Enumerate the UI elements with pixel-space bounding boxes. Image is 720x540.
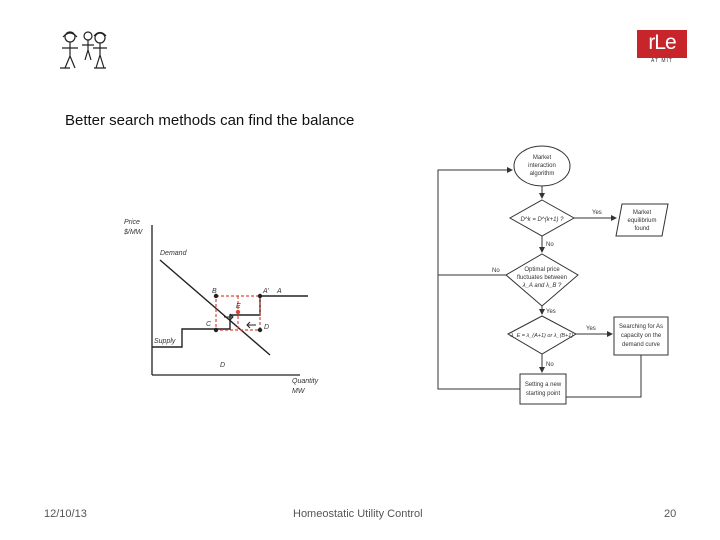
footer-title: Homeostatic Utility Control [293, 508, 423, 520]
point-d-marker [257, 327, 263, 333]
search-line-3: demand curve [622, 342, 661, 348]
search-line-2: capacity on the [621, 333, 662, 339]
no-label-2: No [492, 268, 500, 274]
point-e-label: E [236, 303, 241, 310]
rle-logo: rLe AT MIT [637, 30, 687, 64]
reset-line-2: starting point [526, 391, 561, 397]
equilibrium-node [615, 203, 669, 237]
equilibrium-line-3: found [634, 226, 649, 232]
supply-label: Supply [154, 338, 176, 345]
lab-figures-logo [60, 31, 107, 69]
point-d-label: D [264, 324, 269, 331]
market-flowchart: Market interaction algorithm D^k = D^(k+… [437, 145, 669, 405]
x-axis-label-1: Quantity [292, 378, 319, 385]
footer-page-number: 20 [664, 508, 677, 520]
start-node-line-3: algorithm [530, 171, 555, 177]
y-axis-label-1: Price [124, 219, 140, 226]
origin-d-label: D [220, 362, 225, 369]
arrow-d [246, 321, 256, 329]
yes-label-2: Yes [546, 309, 556, 315]
no-label-3: No [546, 362, 554, 368]
equilibrium-line-1: Market [633, 210, 652, 216]
point-b-label: B [212, 288, 217, 295]
loop-search-reset [566, 355, 642, 398]
yes-label-1: Yes [592, 210, 602, 216]
rle-logo-box [637, 30, 687, 58]
decision-2-line-1: Optimal price [524, 267, 560, 273]
point-c-label: C [206, 321, 212, 328]
start-node-line-2: interaction [528, 163, 556, 169]
y-axis-label-2: $/MW [123, 229, 144, 236]
supply-demand-diagram: Price $/MW Demand Supply B A' A E C D D … [123, 219, 319, 395]
point-b-marker [213, 293, 219, 299]
search-line-1: Searching for As [619, 324, 663, 330]
demand-label: Demand [160, 250, 188, 257]
point-a-prime-marker [257, 293, 263, 299]
x-axis-label-2: MW [292, 388, 306, 395]
slide-heading: Better search methods can find the balan… [65, 112, 355, 129]
decision-1-text: D^k = D^(k+1) ? [521, 217, 565, 223]
no-label-1: No [546, 242, 554, 248]
equilibrium-line-2: equilibrium [627, 218, 656, 224]
start-node-line-1: Market [533, 155, 552, 161]
rle-logo-text: rLe [648, 31, 676, 54]
decision-2-line-3: λ_A and λ_B ? [522, 283, 562, 289]
arrow-e [224, 313, 234, 321]
rle-logo-subtext: AT MIT [651, 58, 673, 64]
reset-node [519, 373, 567, 405]
point-e-marker [235, 309, 241, 315]
yes-label-3: Yes [586, 326, 596, 332]
point-c-marker [213, 327, 219, 333]
decision-2-line-2: fluctuates between [517, 275, 567, 281]
point-a-prime-label: A' [262, 288, 270, 295]
footer-date: 12/10/13 [44, 508, 87, 520]
reset-line-1: Setting a new [525, 382, 562, 388]
loop-back-reset [437, 167, 520, 390]
demand-curve [159, 259, 271, 356]
decision-3-text: λ_E = λ_(A+1) or λ_(B+1) [510, 333, 574, 339]
point-a-label: A [276, 288, 282, 295]
